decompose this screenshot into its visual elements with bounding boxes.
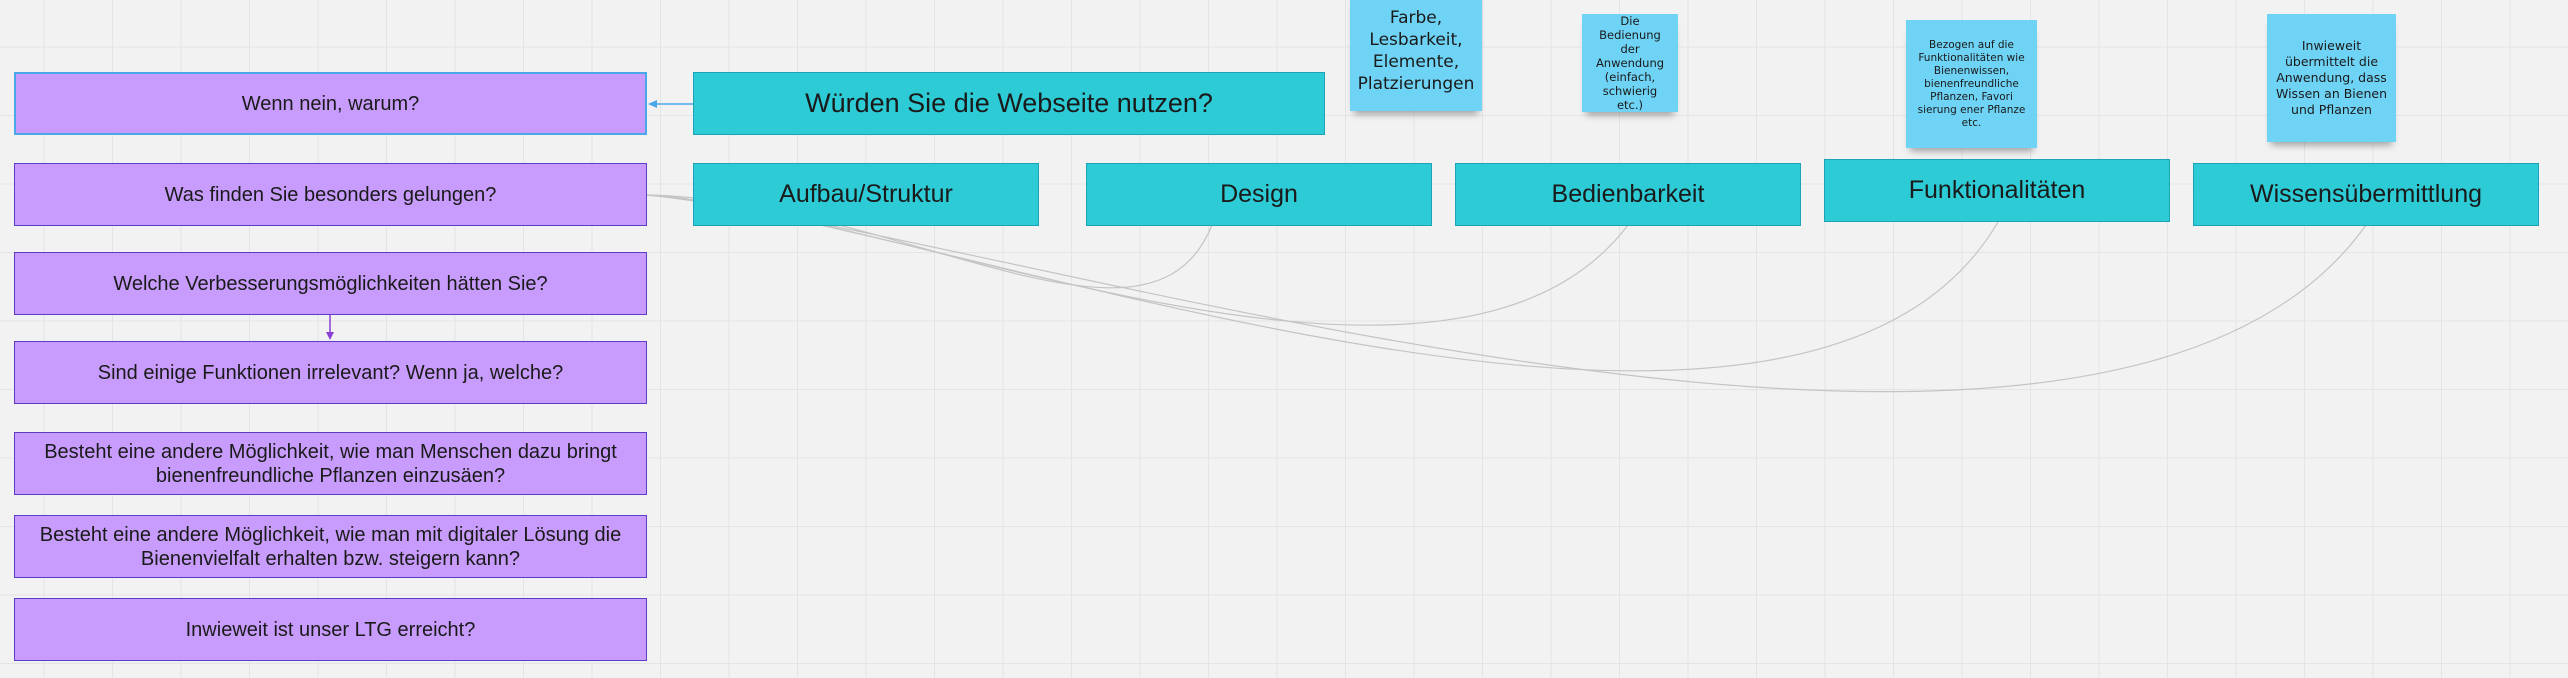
question-andere-moeglichkeit-digital[interactable]: Besteht eine andere Möglichkeit, wie man… bbox=[14, 515, 647, 578]
main-question-text: Würden Sie die Webseite nutzen? bbox=[805, 88, 1213, 118]
connector-to-wissen bbox=[646, 194, 2367, 393]
question-text: Was finden Sie besonders gelungen? bbox=[164, 183, 497, 206]
category-aufbau-struktur[interactable]: Aufbau/Struktur bbox=[693, 163, 1039, 226]
main-question-box[interactable]: Würden Sie die Webseite nutzen? bbox=[693, 72, 1325, 135]
question-gelungen[interactable]: Was finden Sie besonders gelungen? bbox=[14, 163, 647, 226]
sticky-text: Inwieweit übermittelt die Anwendung, das… bbox=[2276, 38, 2387, 117]
sticky-text: Die Bedienung der Anwendung (einfach, sc… bbox=[1595, 14, 1665, 112]
question-wenn-nein[interactable]: Wenn nein, warum? bbox=[14, 72, 647, 135]
question-text: Sind einige Funktionen irrelevant? Wenn … bbox=[97, 361, 564, 384]
question-text: Besteht eine andere Möglichkeit, wie man… bbox=[39, 523, 622, 570]
question-verbesserung[interactable]: Welche Verbesserungsmöglichkeiten hätten… bbox=[14, 252, 647, 315]
sticky-note-design[interactable]: Farbe, Lesbarkeit, Elemente, Platzierung… bbox=[1350, 0, 1482, 111]
category-label: Aufbau/Struktur bbox=[779, 180, 953, 208]
category-label: Design bbox=[1220, 180, 1298, 208]
question-irrelevant[interactable]: Sind einige Funktionen irrelevant? Wenn … bbox=[14, 341, 647, 404]
category-label: Funktionalitäten bbox=[1908, 176, 2086, 204]
question-text: Wenn nein, warum? bbox=[241, 92, 420, 115]
sticky-text: Bezogen auf die Funktionalitäten wie Bie… bbox=[1917, 38, 2026, 129]
category-wissensuebermittlung[interactable]: Wissensübermittlung bbox=[2193, 163, 2539, 226]
question-ltg[interactable]: Inwieweit ist unser LTG erreicht? bbox=[14, 598, 647, 661]
category-bedienbarkeit[interactable]: Bedienbarkeit bbox=[1455, 163, 1801, 226]
question-text: Inwieweit ist unser LTG erreicht? bbox=[185, 618, 476, 641]
sticky-note-funktionalitaeten[interactable]: Bezogen auf die Funktionalitäten wie Bie… bbox=[1906, 20, 2037, 148]
arrowhead-left bbox=[648, 100, 657, 108]
sticky-text: Farbe, Lesbarkeit, Elemente, Platzierung… bbox=[1357, 7, 1475, 94]
category-label: Bedienbarkeit bbox=[1551, 180, 1705, 208]
question-text: Besteht eine andere Möglichkeit, wie man… bbox=[44, 440, 617, 487]
category-design[interactable]: Design bbox=[1086, 163, 1432, 226]
sticky-note-bedienbarkeit[interactable]: Die Bedienung der Anwendung (einfach, sc… bbox=[1582, 14, 1678, 112]
category-funktionalitaeten[interactable]: Funktionalitäten bbox=[1824, 159, 2170, 222]
category-label: Wissensübermittlung bbox=[2249, 180, 2483, 208]
question-text: Welche Verbesserungsmöglichkeiten hätten… bbox=[113, 272, 548, 295]
arrowhead-down bbox=[326, 332, 334, 340]
question-andere-moeglichkeit-menschen[interactable]: Besteht eine andere Möglichkeit, wie man… bbox=[14, 432, 647, 495]
sticky-note-wissen[interactable]: Inwieweit übermittelt die Anwendung, das… bbox=[2267, 14, 2396, 142]
